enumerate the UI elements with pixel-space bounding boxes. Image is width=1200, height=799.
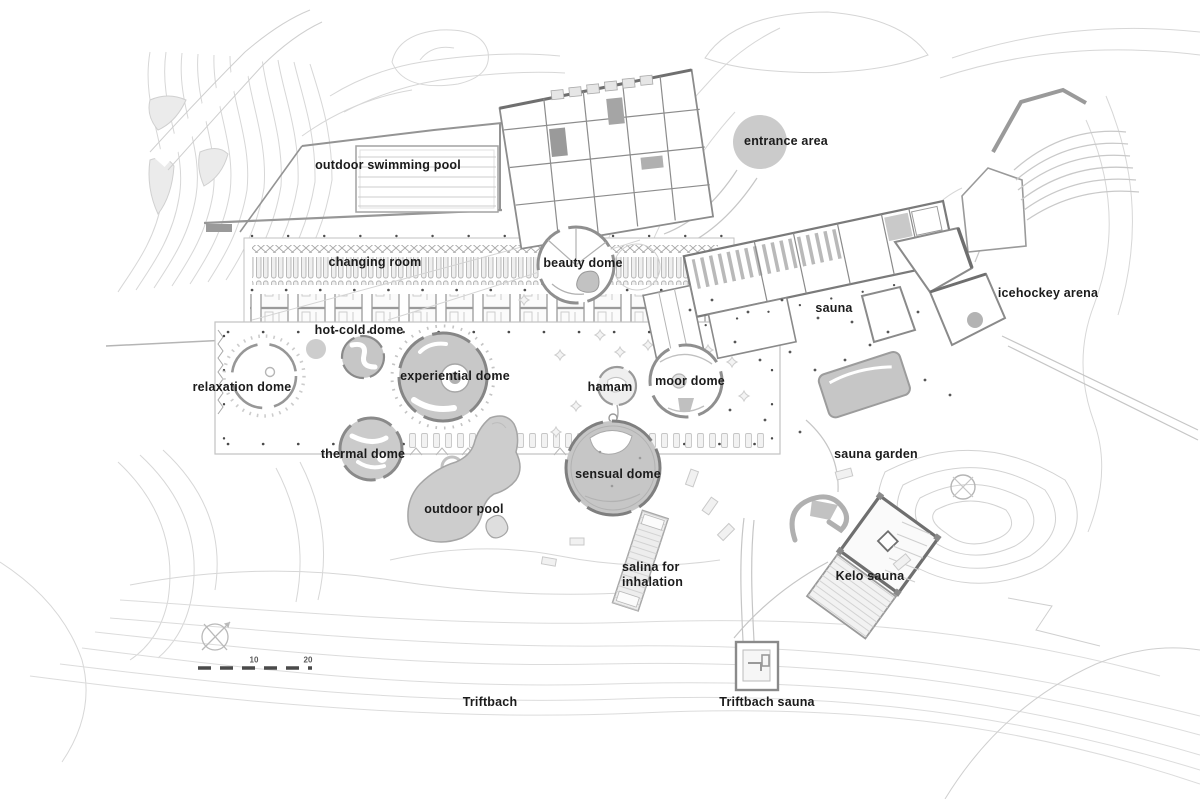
- label-kelo-sauna: Kelo sauna: [835, 569, 905, 583]
- contour-lines: [0, 9, 1200, 799]
- relaxation-dome-shape: [222, 334, 306, 418]
- label-thermal-dome: thermal dome: [320, 447, 406, 461]
- outdoor-swimming-pool-area: [105, 116, 561, 347]
- north-compass-icon: [201, 621, 231, 651]
- label-changing-room: changing room: [328, 255, 422, 269]
- sensual-dome-shape: [564, 413, 662, 517]
- hamam-shape: [596, 365, 638, 420]
- label-beauty-dome: beauty dome: [543, 256, 623, 270]
- label-triftbach-sauna: Triftbach sauna: [719, 695, 815, 709]
- label-sauna: sauna: [815, 301, 853, 315]
- label-sensual-dome: sensual dome: [575, 467, 661, 481]
- east-rooms: [860, 167, 1027, 347]
- label-sauna-garden: sauna garden: [834, 447, 918, 461]
- walkways: [663, 169, 1199, 642]
- triftbach-sauna-building: [734, 640, 780, 692]
- sauna-wing-building: [642, 199, 958, 362]
- thermal-dome-shape: [338, 416, 404, 482]
- experiential-dome-shape: [390, 324, 496, 430]
- label-relaxation-dome: relaxation dome: [192, 380, 292, 394]
- label-hot-cold-dome: hot-cold dome: [314, 323, 404, 337]
- scale-tick-20: 20: [303, 655, 313, 665]
- icehockey-arena-edge: [991, 87, 1140, 221]
- label-entrance-area: entrance area: [744, 134, 828, 148]
- label-experiential-dome: experiential dome: [400, 369, 510, 383]
- label-hamam: hamam: [587, 380, 633, 394]
- label-outdoor-swimming-pool: outdoor swimming pool: [315, 158, 461, 172]
- scale-tick-10: 10: [249, 655, 259, 665]
- bench-marks: [540, 467, 912, 571]
- beauty-dome-shape: [536, 225, 616, 305]
- label-salina-line1: salina for: [622, 560, 680, 574]
- label-moor-dome: moor dome: [655, 374, 725, 388]
- label-salina-for-inhalation: salina for inhalation: [622, 560, 683, 590]
- label-icehockey-arena: icehockey arena: [997, 286, 1099, 300]
- treatment-rooms-block: [498, 68, 715, 250]
- label-triftbach: Triftbach: [462, 695, 518, 709]
- salina-building: [611, 509, 670, 612]
- label-outdoor-pool: outdoor pool: [424, 502, 504, 516]
- hot-cold-dome-shape: [306, 334, 386, 380]
- entrance-area-marker: [733, 115, 787, 169]
- moor-dome-shape: [648, 343, 724, 419]
- label-salina-line2: inhalation: [622, 575, 684, 589]
- outdoor-pool-shape: [407, 415, 521, 543]
- sauna-garden-structures: [789, 350, 976, 543]
- kelo-sauna-building: [805, 491, 942, 640]
